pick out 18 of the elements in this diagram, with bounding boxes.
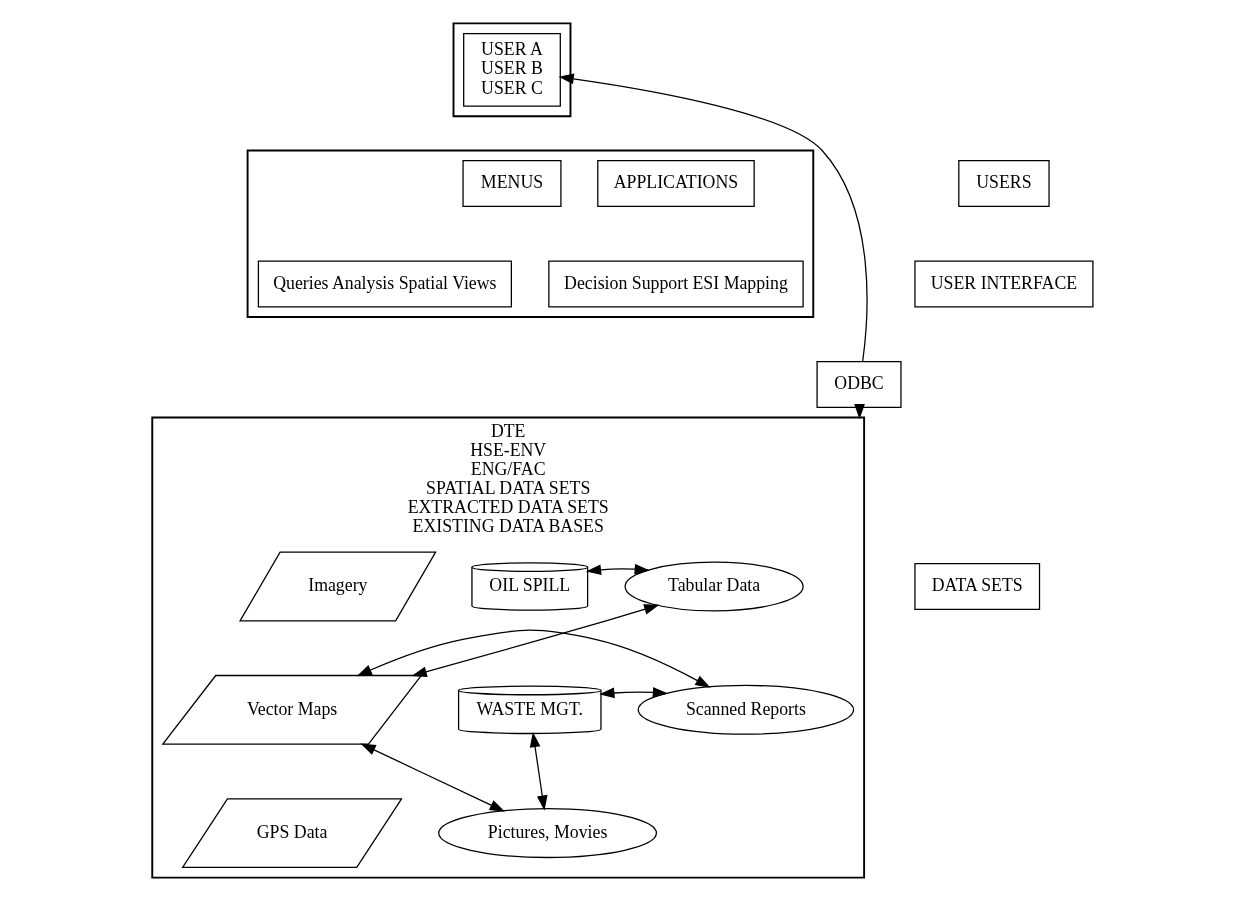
arrow xyxy=(529,731,548,811)
cluster xyxy=(452,22,572,118)
arrow xyxy=(599,687,669,699)
arrow xyxy=(356,629,711,688)
node-box: Queries Analysis Spatial Views xyxy=(257,260,512,308)
node-box: USER A USER B USER C xyxy=(463,32,561,107)
node-box: USER INTERFACE xyxy=(914,260,1094,308)
node-box: Decision Support ESI Mapping xyxy=(548,260,804,308)
arrow xyxy=(558,73,868,362)
arrow xyxy=(585,563,650,576)
arrow xyxy=(360,743,506,812)
node-box: APPLICATIONS xyxy=(597,160,755,208)
arrow xyxy=(411,604,660,677)
node-ellipse: Pictures, Movies xyxy=(438,808,658,859)
node-box: USERS xyxy=(958,160,1050,208)
node-box: MENUS xyxy=(462,160,562,208)
cluster xyxy=(246,149,815,318)
node-box: DATA SETS xyxy=(914,563,1041,611)
